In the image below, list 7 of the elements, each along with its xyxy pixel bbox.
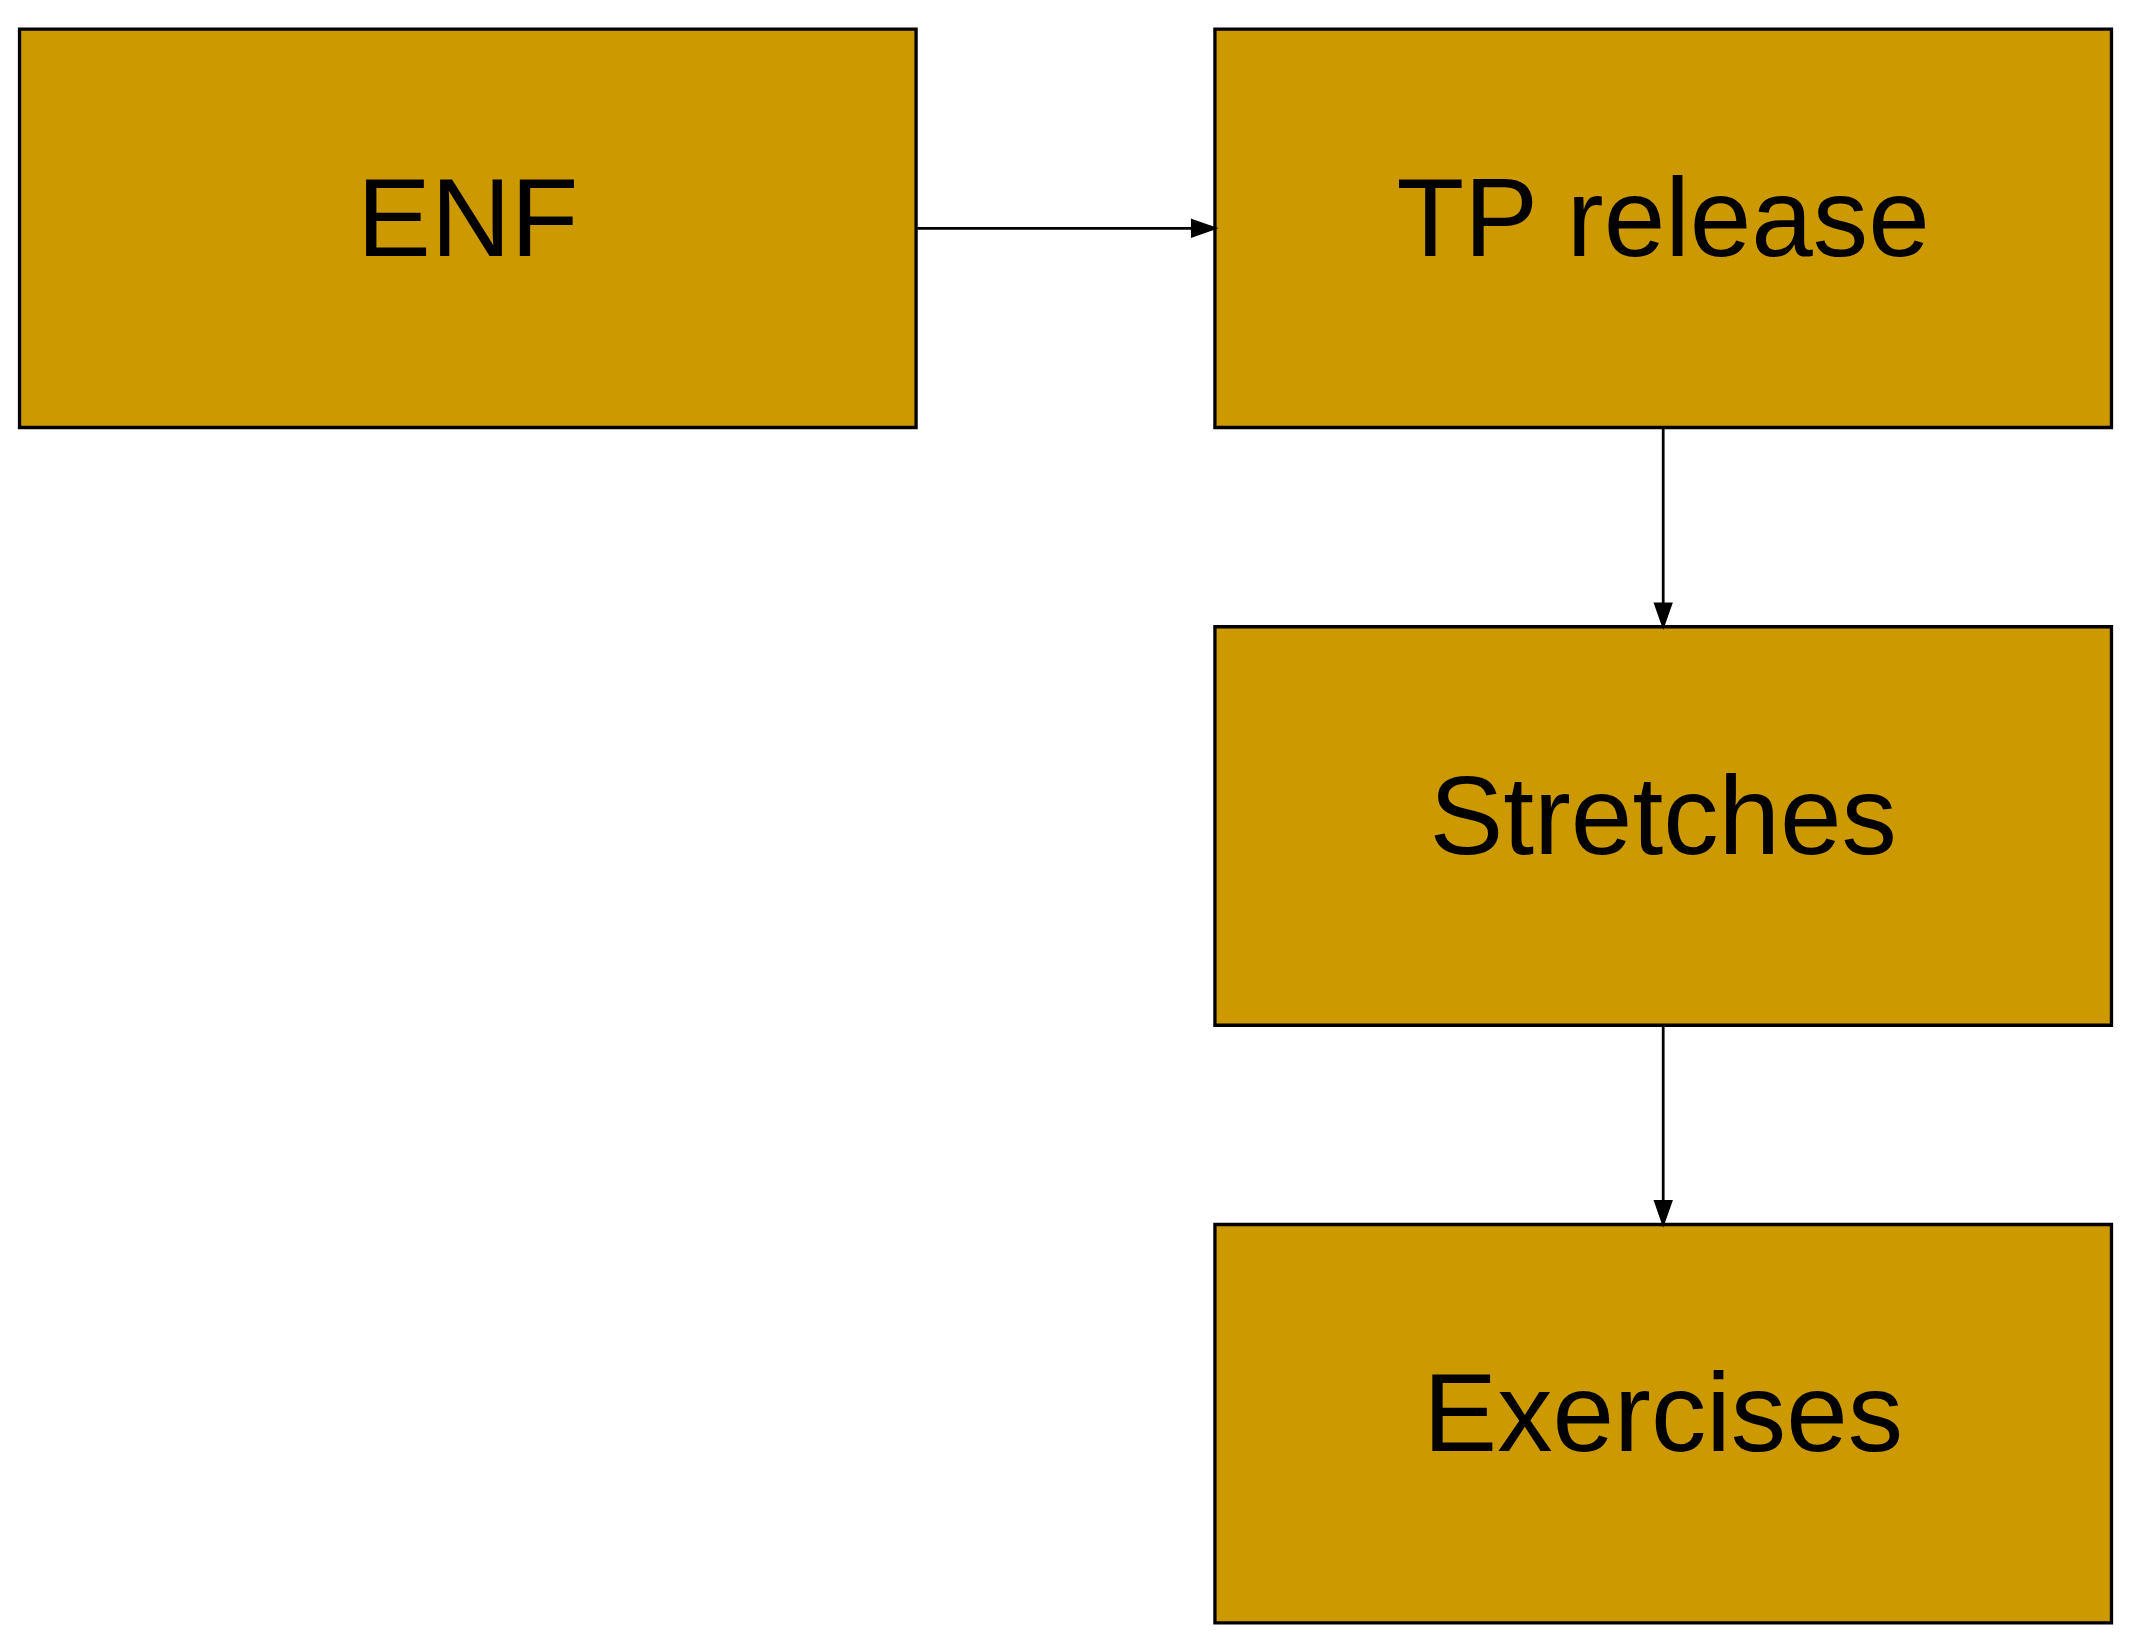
node-box: Exercises <box>1213 1222 2114 1625</box>
node-box: TP release <box>1213 26 2114 429</box>
arrow <box>917 218 1219 238</box>
arrow <box>1653 427 1673 630</box>
arrow <box>1653 1025 1673 1228</box>
node-box: ENF <box>17 26 918 429</box>
node-box: Stretches <box>1213 624 2114 1027</box>
